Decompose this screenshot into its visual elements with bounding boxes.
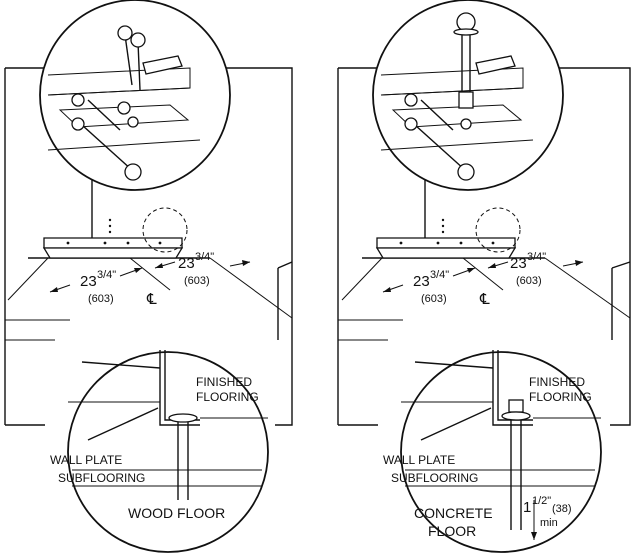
right-dim-a-value: 23 xyxy=(413,273,430,290)
left-label-floor: WOOD FLOOR xyxy=(128,505,225,521)
right-dim-b-mm: (603) xyxy=(516,275,542,287)
right-top-detail xyxy=(372,0,564,191)
left-detail-callout-circle xyxy=(142,207,188,253)
right-depth-frac: 1/2" xyxy=(532,495,551,507)
left-label-wall-plate: WALL PLATE xyxy=(50,453,122,467)
right-label-finished: FINISHED xyxy=(529,375,585,389)
right-dim-a-mm: (603) xyxy=(421,293,447,305)
right-bottom-detail xyxy=(400,350,602,553)
right-dimension-arrows xyxy=(382,257,584,293)
left-dim-a-mm: (603) xyxy=(88,293,114,305)
left-anti-tip-bracket xyxy=(42,218,184,259)
left-bottom-detail xyxy=(67,350,269,553)
left-dim-b-frac: 3/4" xyxy=(195,251,214,263)
right-depth-mm: (38) xyxy=(552,503,572,515)
right-dim-b-value: 23 xyxy=(510,255,527,272)
right-dim-a-frac: 3/4" xyxy=(430,269,449,281)
right-label-floor-1: CONCRETE xyxy=(414,505,493,521)
right-depth-min: min xyxy=(540,517,558,529)
left-dim-a-value: 23 xyxy=(80,273,97,290)
right-centerline-symbol: ℄ xyxy=(479,291,490,308)
left-label-subflooring: SUBFLOORING xyxy=(58,471,145,485)
right-label-flooring: FLOORING xyxy=(529,390,592,404)
left-panel: 23 3/4" (603) 23 3/4" (603) ℄ xyxy=(4,0,293,553)
left-label-flooring: FLOORING xyxy=(196,390,259,404)
right-label-floor-2: FLOOR xyxy=(428,523,476,539)
right-label-subflooring: SUBFLOORING xyxy=(391,471,478,485)
right-panel: 23 3/4" (603) 23 3/4" (603) ℄ xyxy=(337,0,631,553)
right-dim-b-frac: 3/4" xyxy=(527,251,546,263)
right-detail-callout-circle xyxy=(475,207,521,253)
left-dim-a-frac: 3/4" xyxy=(97,269,116,281)
right-depth-whole: 1 xyxy=(523,499,531,516)
left-dim-b-mm: (603) xyxy=(184,275,210,287)
left-dim-b-value: 23 xyxy=(178,255,195,272)
left-top-detail xyxy=(39,0,231,191)
right-label-wall-plate: WALL PLATE xyxy=(383,453,455,467)
right-anti-tip-bracket xyxy=(375,218,517,259)
left-centerline-symbol: ℄ xyxy=(146,291,157,308)
left-label-finished: FINISHED xyxy=(196,375,252,389)
left-dimension-arrows xyxy=(49,257,251,293)
